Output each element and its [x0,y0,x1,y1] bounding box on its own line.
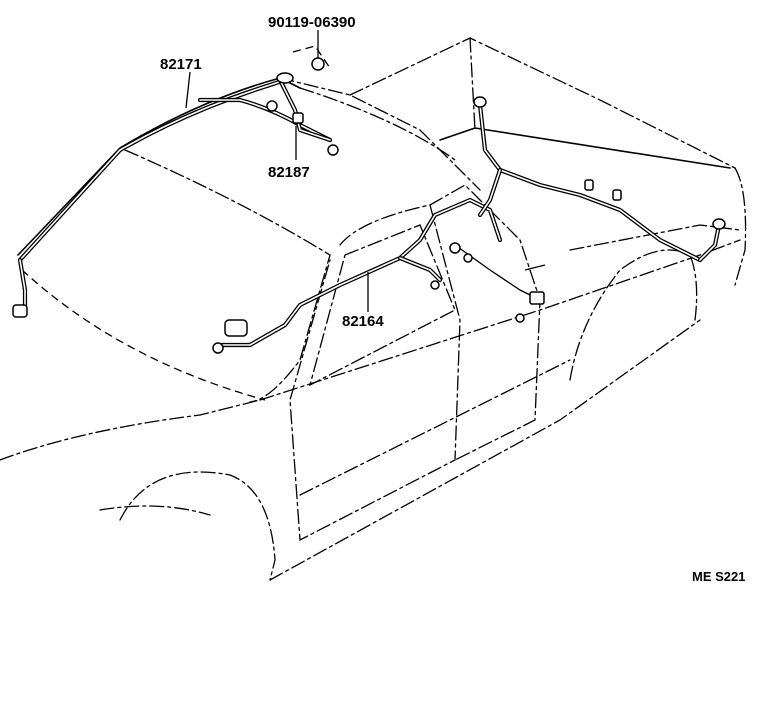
roof-right-connector [327,144,339,156]
bed-floor [439,127,731,169]
bed-front [349,37,736,169]
windshield-glass [124,149,331,403]
leader-roof-harness [185,71,191,109]
roof-edge [279,77,481,191]
roof-left-connector [12,304,28,318]
body-lower [299,359,571,496]
part-label-roof-harness: 82171 [160,56,202,73]
roof-rear [299,87,456,161]
roof-harness [12,77,339,318]
cowl-harness [212,197,546,354]
front-wheel-arch [119,471,276,581]
bed-side-top [469,37,476,131]
part-label-clip: 90119-06390 [268,14,356,31]
figure-code: ME S221 [692,569,745,584]
bed-harness [473,96,726,263]
lamp-wire [266,72,333,143]
front-fender [0,399,261,461]
part-label-cowl-harness: 82164 [342,313,384,330]
cowl-connector [224,319,248,337]
body-beltline [259,239,741,401]
roof-harness-main [17,77,288,263]
part-label-lamp-wire: 82187 [268,164,310,181]
bed-rear [734,167,747,286]
clip-icon [311,57,325,71]
lamp-wire-connector [266,100,278,112]
rear-wheel-arch [569,249,698,381]
vehicle-body [0,37,747,581]
door-front [289,204,461,542]
body-sill [269,319,701,581]
rear-fender [569,224,741,251]
clip-part [292,45,331,71]
windshield-lower-edge [21,269,266,401]
door-rear [429,184,541,461]
door-connector [529,291,545,305]
dome-lamp-connector [276,72,294,84]
door-window [308,224,456,387]
front-bumper [99,505,211,516]
